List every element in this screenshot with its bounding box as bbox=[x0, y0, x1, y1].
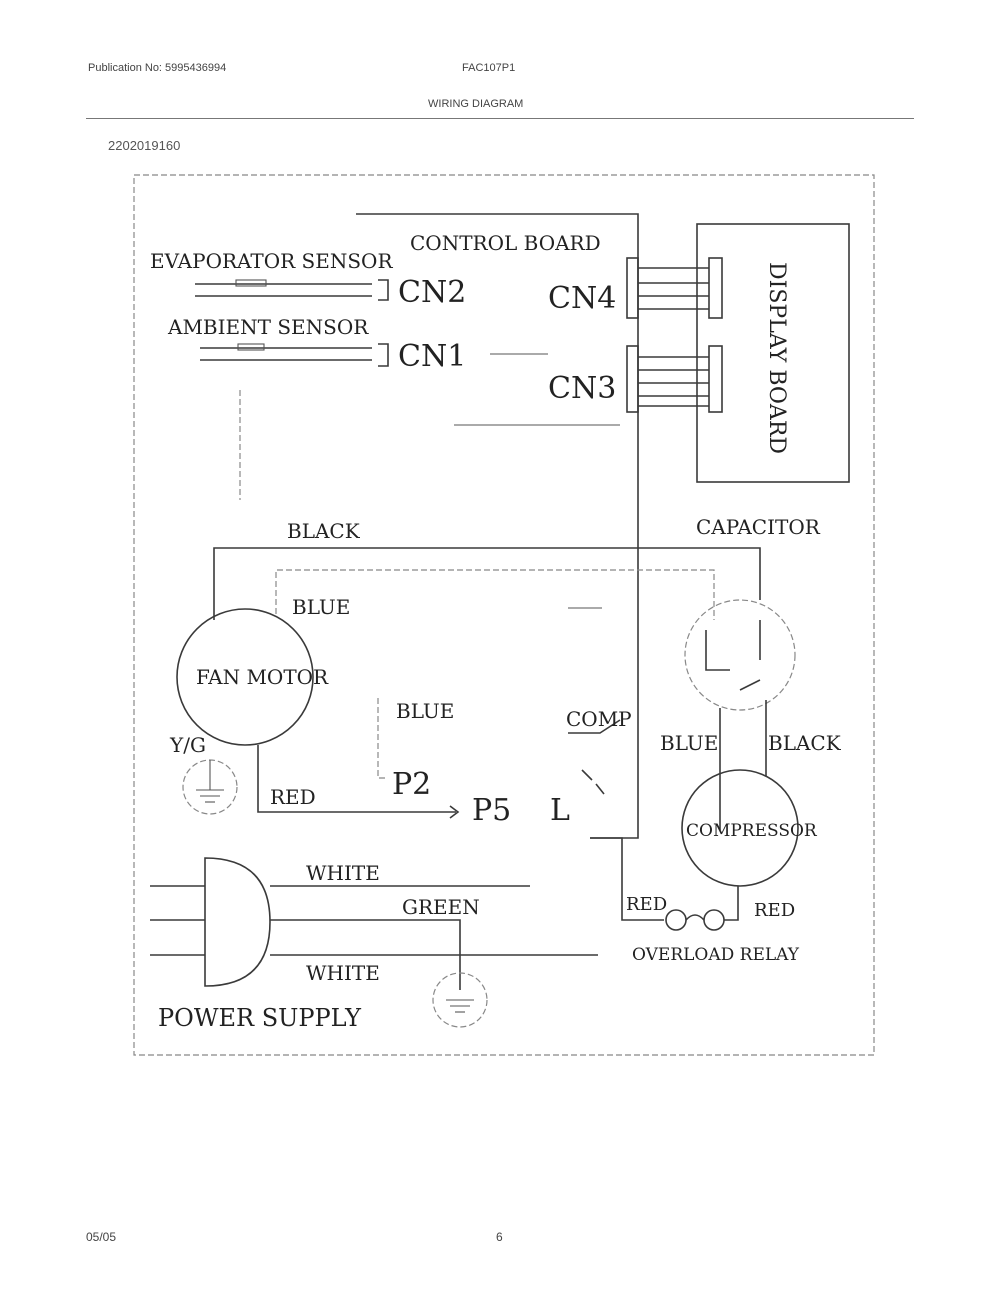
fan-motor-label: FAN MOTOR bbox=[196, 665, 329, 689]
red-fan-label: RED bbox=[270, 785, 316, 809]
footer-date: 05/05 bbox=[86, 1230, 117, 1244]
fan-ground-symbol bbox=[182, 759, 238, 815]
comp-relay-symbol bbox=[568, 719, 621, 795]
blue-p2-label: BLUE bbox=[396, 699, 454, 723]
evaporator-sensor-label: EVAPORATOR SENSOR bbox=[150, 249, 393, 273]
black-wire-to-capacitor bbox=[638, 547, 761, 600]
section-title: WIRING DIAGRAM bbox=[428, 98, 524, 110]
diagram-border bbox=[133, 174, 875, 1056]
capacitor-symbol bbox=[684, 599, 796, 711]
cn4-label: CN4 bbox=[548, 281, 616, 316]
comp-label: COMP bbox=[566, 707, 632, 731]
p2-label: P2 bbox=[392, 767, 431, 802]
footer-page: 6 bbox=[496, 1230, 503, 1244]
white-bottom-label: WHITE bbox=[306, 961, 380, 985]
blue-cap-label: BLUE bbox=[660, 731, 718, 755]
blue-wire-p2 bbox=[377, 698, 388, 779]
ambient-sensor-wire bbox=[200, 343, 389, 367]
white-top-label: WHITE bbox=[306, 861, 380, 885]
red-wire-overload bbox=[590, 837, 664, 921]
power-supply-label: POWER SUPPLY bbox=[158, 1004, 362, 1032]
control-board-label: CONTROL BOARD bbox=[410, 231, 601, 255]
compressor-label: COMPRESSOR bbox=[686, 821, 818, 841]
model-number: FAC107P1 bbox=[462, 62, 516, 74]
display-board-label: DISPLAY BOARD bbox=[764, 262, 789, 454]
evaporator-sensor-wire bbox=[195, 279, 389, 301]
blue-fan-label: BLUE bbox=[292, 595, 350, 619]
green-label: GREEN bbox=[402, 895, 480, 919]
black-wire-top bbox=[213, 547, 638, 620]
power-ground-symbol bbox=[432, 972, 488, 1028]
cn2-label: CN2 bbox=[398, 275, 466, 310]
cn4-connector bbox=[626, 257, 723, 319]
display-board-box bbox=[696, 223, 850, 483]
ambient-sensor-label: AMBIENT SENSOR bbox=[167, 315, 369, 339]
p5-label: P5 bbox=[472, 793, 511, 828]
compressor-symbol bbox=[681, 769, 799, 887]
header-rule bbox=[86, 118, 914, 119]
red-wire-fan-p5 bbox=[257, 745, 456, 813]
publication-number: Publication No: 5995436994 bbox=[88, 62, 227, 74]
capacitor-label: CAPACITOR bbox=[696, 515, 821, 539]
yg-label: Y/G bbox=[169, 733, 206, 757]
fan-motor-symbol bbox=[176, 608, 314, 746]
drawing-number: 2202019160 bbox=[108, 138, 181, 153]
cn1-label: CN1 bbox=[398, 339, 466, 374]
blue-wire-fan-capacitor bbox=[275, 569, 715, 620]
overload-relay-symbol bbox=[665, 909, 725, 931]
overload-relay-label: OVERLOAD RELAY bbox=[632, 945, 800, 965]
l-label: L bbox=[550, 793, 570, 828]
power-plug-symbol bbox=[150, 857, 271, 987]
black-top-label: BLACK bbox=[287, 519, 361, 543]
cn3-connector bbox=[626, 345, 723, 413]
red-left-label: RED bbox=[626, 894, 667, 915]
green-wire bbox=[270, 919, 461, 990]
cn3-label: CN3 bbox=[548, 371, 616, 406]
black-cap-label: BLACK bbox=[768, 731, 842, 755]
red-right-label: RED bbox=[754, 900, 795, 921]
